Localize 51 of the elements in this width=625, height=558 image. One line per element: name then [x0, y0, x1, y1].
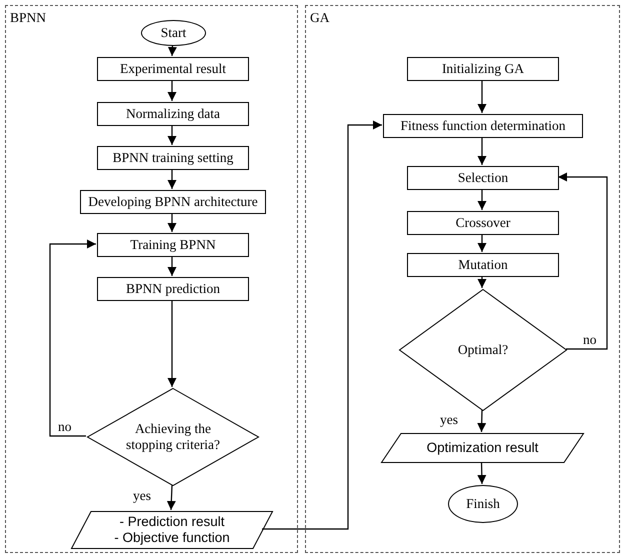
node-label: BPNN training setting: [112, 150, 234, 166]
process-box: [407, 253, 559, 277]
process-box: [97, 233, 249, 257]
panel-title: BPNN: [10, 10, 46, 26]
node-label: Normalizing data: [126, 106, 220, 122]
process-box: [97, 277, 249, 301]
arrow: [168, 213, 176, 232]
node-label: - Prediction result: [119, 514, 225, 530]
node-label: Optimal?: [456, 342, 510, 358]
arrow: [262, 120, 382, 530]
node-label: Finish: [466, 496, 500, 512]
process-box: [407, 57, 559, 81]
dashed-panel: [5, 5, 298, 553]
process-box: [383, 114, 583, 138]
node-label: Mutation: [458, 256, 508, 274]
arrow: [478, 80, 486, 113]
node-label: - Objective function: [114, 530, 230, 546]
node-label: Selection: [458, 170, 508, 186]
dashed-panel: [305, 5, 620, 553]
arrow: [168, 80, 176, 101]
arrow: [478, 276, 486, 288]
arrow: [478, 189, 486, 210]
node-label: Experimental result: [120, 60, 226, 78]
node-label: Developing BPNN architecture: [88, 194, 258, 210]
arrow: [478, 234, 486, 252]
arrow: [49, 240, 96, 437]
arrow: [477, 462, 486, 484]
arrow: [166, 484, 176, 510]
node-label: Fitness function determination: [400, 118, 566, 134]
node-label: Start: [160, 24, 186, 42]
arrow: [168, 300, 176, 387]
arrow: [168, 44, 177, 56]
process-box: [80, 190, 266, 214]
arrow: [168, 256, 176, 276]
node-label: Optimization result: [426, 440, 538, 456]
node-label: Achieving the stopping criteria?: [124, 420, 222, 454]
process-box: [97, 102, 249, 126]
process-box: [97, 57, 249, 81]
node-label: Crossover: [456, 214, 510, 232]
process-box: [407, 211, 559, 235]
process-box: [407, 166, 559, 190]
arrow: [477, 410, 486, 432]
process-box: [97, 146, 249, 170]
arrow: [478, 137, 486, 165]
arrow: [168, 125, 176, 145]
node-label: Initializing GA: [442, 60, 524, 78]
arrow: [168, 169, 176, 189]
arrow: [558, 172, 608, 350]
node-label: BPNN prediction: [126, 280, 220, 298]
node-label: Training BPNN: [130, 236, 216, 254]
panel-title: GA: [310, 10, 330, 26]
